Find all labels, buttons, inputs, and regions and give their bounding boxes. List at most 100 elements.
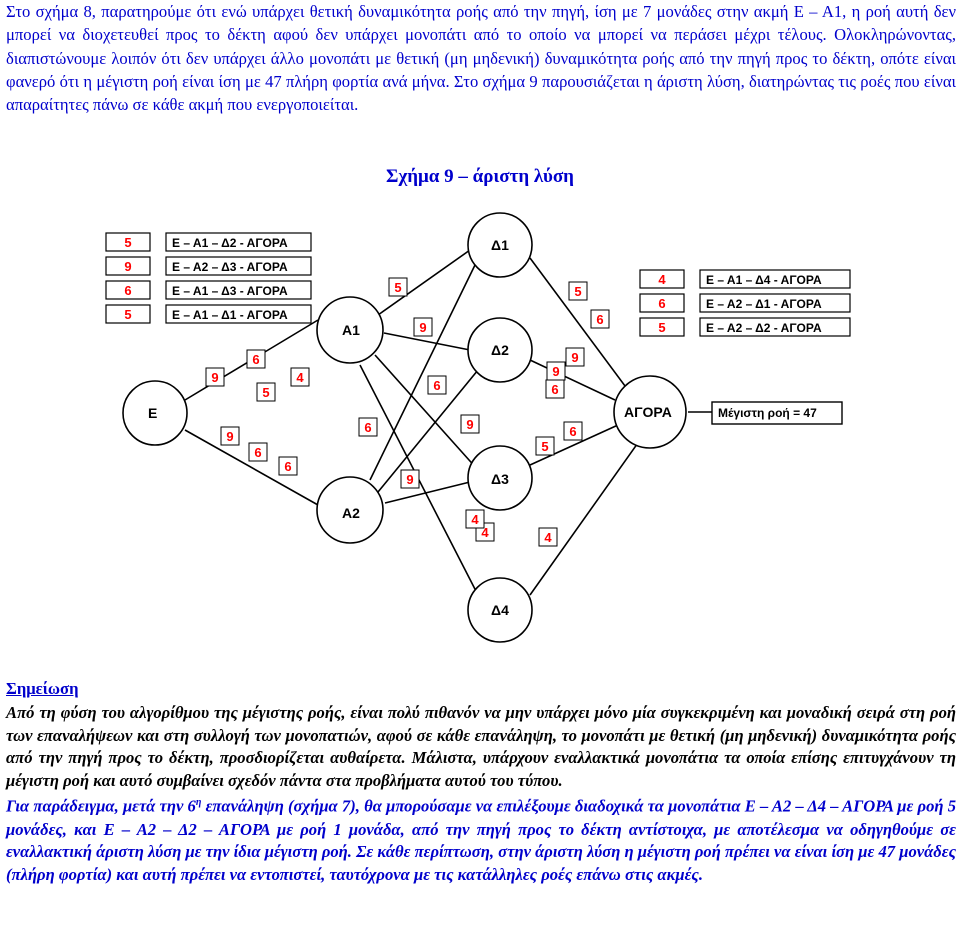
node-d3-label: Δ3 xyxy=(491,471,509,487)
svg-text:4: 4 xyxy=(544,530,552,545)
edge-flow-e-a1-right: 4 xyxy=(290,367,310,387)
node-a1-label: Α1 xyxy=(342,322,360,338)
svg-text:9: 9 xyxy=(406,472,413,487)
svg-text:6: 6 xyxy=(254,445,261,460)
node-a2 xyxy=(316,476,384,544)
edge-a2-d3 xyxy=(384,481,471,504)
left-legend-row: 5 Ε – Α1 – Δ1 - ΑΓΟΡΑ xyxy=(105,304,312,324)
node-sink xyxy=(613,375,687,449)
max-flow-box: Μέγιστη ροή = 47 xyxy=(711,401,843,425)
svg-text:Ε – Α1 – Δ2 - ΑΓΟΡΑ: Ε – Α1 – Δ2 - ΑΓΟΡΑ xyxy=(172,236,288,250)
edge-a1-d1 xyxy=(377,249,471,316)
svg-text:Ε – Α2 – Δ1 - ΑΓΟΡΑ: Ε – Α2 – Δ1 - ΑΓΟΡΑ xyxy=(706,297,822,311)
svg-text:5: 5 xyxy=(658,320,665,335)
svg-text:Ε – Α1 – Δ3 - ΑΓΟΡΑ: Ε – Α1 – Δ3 - ΑΓΟΡΑ xyxy=(172,284,288,298)
edge-flow-a1-d1: 5 xyxy=(388,277,408,297)
svg-text:4: 4 xyxy=(481,525,489,540)
edge-d3-sink xyxy=(529,424,619,466)
left-legend-row: 5 Ε – Α1 – Δ2 - ΑΓΟΡΑ xyxy=(105,232,312,252)
edge-a1-d2 xyxy=(383,332,471,351)
svg-text:6: 6 xyxy=(596,312,603,327)
svg-text:4: 4 xyxy=(296,370,304,385)
edge-flow-e-a2-mid: 6 xyxy=(248,442,268,462)
edge-flow-e-a2-low: 6 xyxy=(278,456,298,476)
edge-flow-a2-d1: 6 xyxy=(358,417,378,437)
right-path-legend: 4 Ε – Α1 – Δ4 - ΑΓΟΡΑ 6 Ε – Α2 – Δ1 - ΑΓΟΡΑ… xyxy=(639,269,851,337)
note-p2-superscript: η xyxy=(195,797,202,809)
node-d3 xyxy=(467,445,533,511)
figure-title: Σχήμα 9 – άριστη λύση xyxy=(386,166,574,187)
edge-a2-d1 xyxy=(369,264,476,481)
note-body: Από τη φύση του αλγορίθμου της μέγιστης … xyxy=(6,702,956,886)
svg-text:5: 5 xyxy=(124,307,131,322)
svg-text:5: 5 xyxy=(124,235,131,250)
right-legend-row: 4 Ε – Α1 – Δ4 - ΑΓΟΡΑ xyxy=(639,269,851,289)
svg-text:9: 9 xyxy=(466,417,473,432)
network-nodes xyxy=(122,212,687,643)
left-legend-row: 6 Ε – Α1 – Δ3 - ΑΓΟΡΑ xyxy=(105,280,312,300)
edge-flow-d1-sink-a: 5 xyxy=(568,281,588,301)
edge-a1-d3 xyxy=(374,354,479,471)
svg-text:5: 5 xyxy=(262,385,269,400)
svg-text:9: 9 xyxy=(552,364,559,379)
svg-text:Ε – Α1 – Δ1 - ΑΓΟΡΑ: Ε – Α1 – Δ1 - ΑΓΟΡΑ xyxy=(172,308,288,322)
node-d1 xyxy=(467,212,533,278)
svg-text:Ε – Α2 – Δ3 - ΑΓΟΡΑ: Ε – Α2 – Δ3 - ΑΓΟΡΑ xyxy=(172,260,288,274)
note-heading: Σημείωση xyxy=(6,679,79,698)
node-source-label: Ε xyxy=(148,405,157,421)
svg-text:9: 9 xyxy=(419,320,426,335)
svg-text:6: 6 xyxy=(252,352,259,367)
svg-text:5: 5 xyxy=(541,439,548,454)
edge-flow-e-a2-top: 9 xyxy=(220,426,240,446)
node-a1 xyxy=(316,296,384,364)
edge-a2-d2 xyxy=(377,369,479,493)
max-flow-diagram: Ε Α1 Α2 Δ1 Δ2 Δ3 Δ4 ΑΓΟΡΑ 96549665966994… xyxy=(105,212,851,643)
svg-text:6: 6 xyxy=(658,296,665,311)
node-d2 xyxy=(467,317,533,383)
edge-flow-d3-sink-c: 9 xyxy=(546,361,566,381)
edge-flow-d2-sink-b: 6 xyxy=(545,379,565,399)
edge-flow-d1-sink-b: 6 xyxy=(590,309,610,329)
node-source xyxy=(122,380,188,446)
note-p2-start: Για παράδειγμα, μετά την 6 xyxy=(6,796,196,816)
svg-text:4: 4 xyxy=(471,512,479,527)
edge-d2-sink xyxy=(529,359,616,401)
svg-text:6: 6 xyxy=(124,283,131,298)
edge-d1-sink xyxy=(529,257,629,391)
svg-text:5: 5 xyxy=(394,280,401,295)
edge-flow-a2-d2: 9 xyxy=(460,414,480,434)
note-p2-rest: επανάληψη (σχήμα 7), θα μπορούσαμε να επ… xyxy=(6,796,956,884)
svg-text:6: 6 xyxy=(433,378,440,393)
svg-text:9: 9 xyxy=(571,350,578,365)
edge-d4-sink xyxy=(529,439,641,596)
edge-flow-d3-sink-a: 6 xyxy=(563,421,583,441)
note-paragraph-1: Από τη φύση του αλγορίθμου της μέγιστης … xyxy=(6,703,956,790)
svg-text:6: 6 xyxy=(551,382,558,397)
svg-text:9: 9 xyxy=(211,370,218,385)
edge-flow-d3-sink-b: 5 xyxy=(535,436,555,456)
edge-flow-d4-left: 4 xyxy=(465,509,485,529)
svg-text:Ε – Α1 – Δ4 - ΑΓΟΡΑ: Ε – Α1 – Δ4 - ΑΓΟΡΑ xyxy=(706,273,822,287)
edge-e-a2 xyxy=(184,429,319,506)
node-d2-label: Δ2 xyxy=(491,342,509,358)
node-sink-label: ΑΓΟΡΑ xyxy=(624,404,672,420)
svg-text:6: 6 xyxy=(569,424,576,439)
svg-text:9: 9 xyxy=(226,429,233,444)
max-flow-label: Μέγιστη ροή = 47 xyxy=(718,406,817,420)
svg-text:4: 4 xyxy=(658,272,666,287)
node-d4 xyxy=(467,577,533,643)
node-d1-label: Δ1 xyxy=(491,237,509,253)
edge-flow-d4-right: 4 xyxy=(538,527,558,547)
svg-text:6: 6 xyxy=(364,420,371,435)
edge-flow-a1-d3: 6 xyxy=(427,375,447,395)
edge-flow-a2-d3: 9 xyxy=(400,469,420,489)
node-d4-label: Δ4 xyxy=(491,602,509,618)
right-legend-row: 6 Ε – Α2 – Δ1 - ΑΓΟΡΑ xyxy=(639,293,851,313)
edge-flow-e-a1-mid: 6 xyxy=(246,349,266,369)
svg-text:5: 5 xyxy=(574,284,581,299)
edge-flow-e-a1-low: 5 xyxy=(256,382,276,402)
